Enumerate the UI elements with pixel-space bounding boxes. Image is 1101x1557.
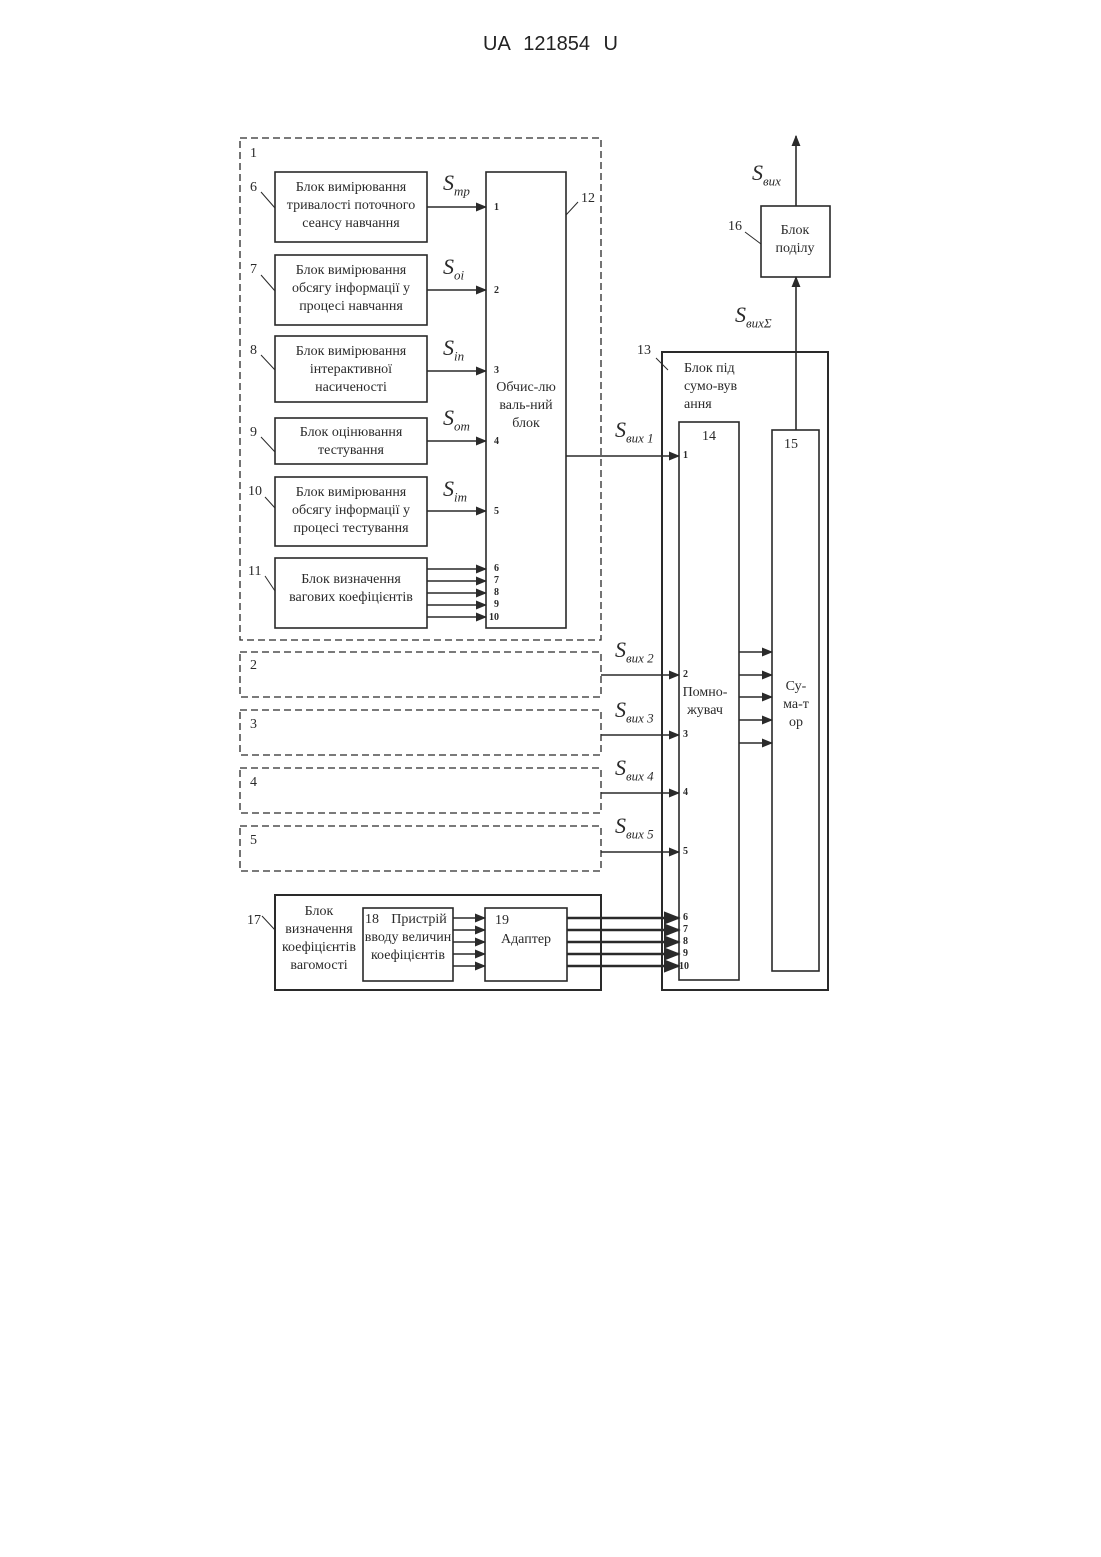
b14-pin-8: 8 [683,936,688,948]
block-8-label: Блок вимірювання інтерактивної насиченос… [285,343,417,397]
block-13-label: Блок підсумо-вування [684,360,740,414]
b12-pin-4: 4 [494,436,499,448]
signal-s-out-1: Sвих 1 [615,417,654,446]
block-17-label: Блок визначення коефіцієнтів вагомості [276,903,362,975]
b12-pin-10: 10 [489,612,499,624]
signal-s-tp: Sтр [443,170,470,199]
b12-pin-1: 1 [494,202,499,214]
group-box-4 [240,768,601,813]
signal-s-ot: Sот [443,405,470,434]
signal-s-out-sum: SвихΣ [735,302,772,331]
b14-pin-10: 10 [679,961,689,973]
signal-s-im: Sim [443,476,467,505]
block-7-label: Блок вимірювання обсягу інформації у про… [277,262,425,316]
group-4-number: 4 [250,774,257,792]
block-9-number: 9 [250,424,257,442]
block-9-label: Блок оцінювання тестування [287,424,415,460]
group-box-3 [240,710,601,755]
b14-pin-4: 4 [683,787,688,799]
b12-pin-2: 2 [494,285,499,297]
block-19-label: Адаптер [488,931,564,949]
b14-pin-1: 1 [683,450,688,462]
group-3-number: 3 [250,716,257,734]
block-13-number: 13 [637,342,651,360]
b14-pin-5: 5 [683,846,688,858]
signal-s-in: Sin [443,335,464,364]
b12-pin-8: 8 [494,587,499,599]
b12-pin-3: 3 [494,365,499,377]
block-16-label: Блок поділу [764,222,826,258]
block-6-number: 6 [250,179,257,197]
group-box-2 [240,652,601,697]
b14-pin-9: 9 [683,948,688,960]
b12-pin-5: 5 [494,506,499,518]
block-15-number: 15 [784,436,798,454]
b14-pin-3: 3 [683,729,688,741]
signal-s-out-4: Sвих 4 [615,755,654,784]
b12-pin-6: 6 [494,563,499,575]
block-12-number: 12 [581,190,595,208]
block-7-number: 7 [250,261,257,279]
block-14-number: 14 [702,428,716,446]
block-10-label: Блок вимірювання обсягу інформації у про… [277,484,425,538]
signal-s-out: Sвих [752,160,781,189]
group-2-number: 2 [250,657,257,675]
block-14-label: Помно-жувач [680,684,730,720]
block-16-number: 16 [728,218,742,236]
group-5-number: 5 [250,832,257,850]
group-1-number: 1 [250,145,257,163]
b14-pin-2: 2 [683,669,688,681]
signal-s-out-5: Sвих 5 [615,813,654,842]
b12-pin-9: 9 [494,599,499,611]
group-box-5 [240,826,601,871]
block-17-number: 17 [247,912,261,930]
block-11-number: 11 [248,563,261,581]
block-15-label: Су-ма-тор [783,678,809,732]
block-12-label: Обчис-люваль-ний блок [496,379,556,433]
signal-s-out-3: Sвих 3 [615,697,654,726]
b14-pin-7: 7 [683,924,688,936]
signal-s-out-2: Sвих 2 [615,637,654,666]
b12-pin-7: 7 [494,575,499,587]
signal-s-oi: Soi [443,254,464,283]
block-19-number: 19 [495,912,509,930]
b14-pin-6: 6 [683,912,688,924]
block-11-label: Блок визначення вагових коефіцієнтів [281,571,421,607]
block-8-number: 8 [250,342,257,360]
block-6-label: Блок вимірювання тривалості поточного се… [277,179,425,233]
block-18-number: 18 [365,911,379,929]
block-10-number: 10 [248,483,262,501]
